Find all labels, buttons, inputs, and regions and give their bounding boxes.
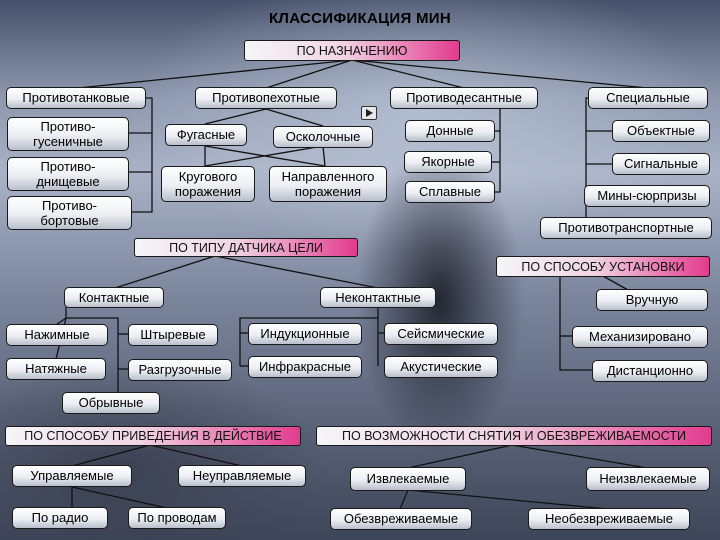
node-anchored: Якорные <box>404 151 492 173</box>
node-signal: Сигнальные <box>612 153 710 175</box>
node-antitransport: Противотранспортные <box>540 217 712 239</box>
node-infrared: Инфракрасные <box>248 356 362 378</box>
header-removal: ПО ВОЗМОЖНОСТИ СНЯТИЯ И ОБЕЗВРЕЖИВАЕМОСТ… <box>316 426 712 446</box>
node-contact: Контактные <box>64 287 164 308</box>
header-activation: ПО СПОСОБУ ПРИВЕДЕНИЯ В ДЕЙСТВИЕ <box>5 426 301 446</box>
node-antitank: Противотанковые <box>6 87 146 109</box>
node-anti-bottom: Противо- днищевые <box>7 157 129 191</box>
node-unloading: Разгрузочные <box>128 359 232 381</box>
node-tripwire: Натяжные <box>6 358 106 380</box>
node-remote: Дистанционно <box>592 360 708 382</box>
node-nonretrievable: Неизвлекаемые <box>586 467 710 491</box>
node-retrievable: Извлекаемые <box>350 467 466 491</box>
node-floating: Сплавные <box>405 181 495 203</box>
node-circular-damage: Кругового поражения <box>161 166 255 202</box>
node-anti-side: Противо- бортовые <box>7 196 132 230</box>
node-noncontact: Неконтактные <box>320 287 436 308</box>
node-seabed: Донные <box>405 120 495 142</box>
node-antilanding: Противодесантные <box>390 87 538 109</box>
diagram-title: КЛАССИФИКАЦИЯ МИН <box>268 10 452 27</box>
header-install: ПО СПОСОБУ УСТАНОВКИ <box>496 256 710 277</box>
node-mechanized: Механизировано <box>572 326 708 348</box>
node-object: Объектные <box>612 120 710 142</box>
node-manual: Вручную <box>596 289 708 311</box>
node-booby-trap: Мины-сюрпризы <box>584 185 710 207</box>
node-pressure: Нажимные <box>6 324 108 346</box>
header-sensor: ПО ТИПУ ДАТЧИКА ЦЕЛИ <box>134 238 358 257</box>
node-special: Специальные <box>588 87 708 109</box>
node-blast: Фугасные <box>165 124 247 146</box>
node-induction: Индукционные <box>248 323 362 345</box>
node-radio: По радио <box>12 507 108 529</box>
play-icon <box>361 106 377 120</box>
header-purpose: ПО НАЗНАЧЕНИЮ <box>244 40 460 61</box>
node-anti-track: Противо- гусеничные <box>7 117 129 151</box>
node-acoustic: Акустические <box>384 356 498 378</box>
node-rod: Штыревые <box>128 324 218 346</box>
node-antipersonnel: Противопехотные <box>195 87 337 109</box>
node-neutralizable: Обезвреживаемые <box>330 508 472 530</box>
node-breakwire: Обрывные <box>62 392 160 414</box>
node-uncontrolled: Неуправляемые <box>178 465 306 487</box>
node-wire: По проводам <box>128 507 226 529</box>
node-controlled: Управляемые <box>12 465 132 487</box>
node-directional-damage: Направленного поражения <box>269 166 387 202</box>
node-fragmentation: Осколочные <box>273 126 373 148</box>
node-seismic: Сейсмические <box>384 323 498 345</box>
node-nonneutralizable: Необезвреживаемые <box>528 508 690 530</box>
